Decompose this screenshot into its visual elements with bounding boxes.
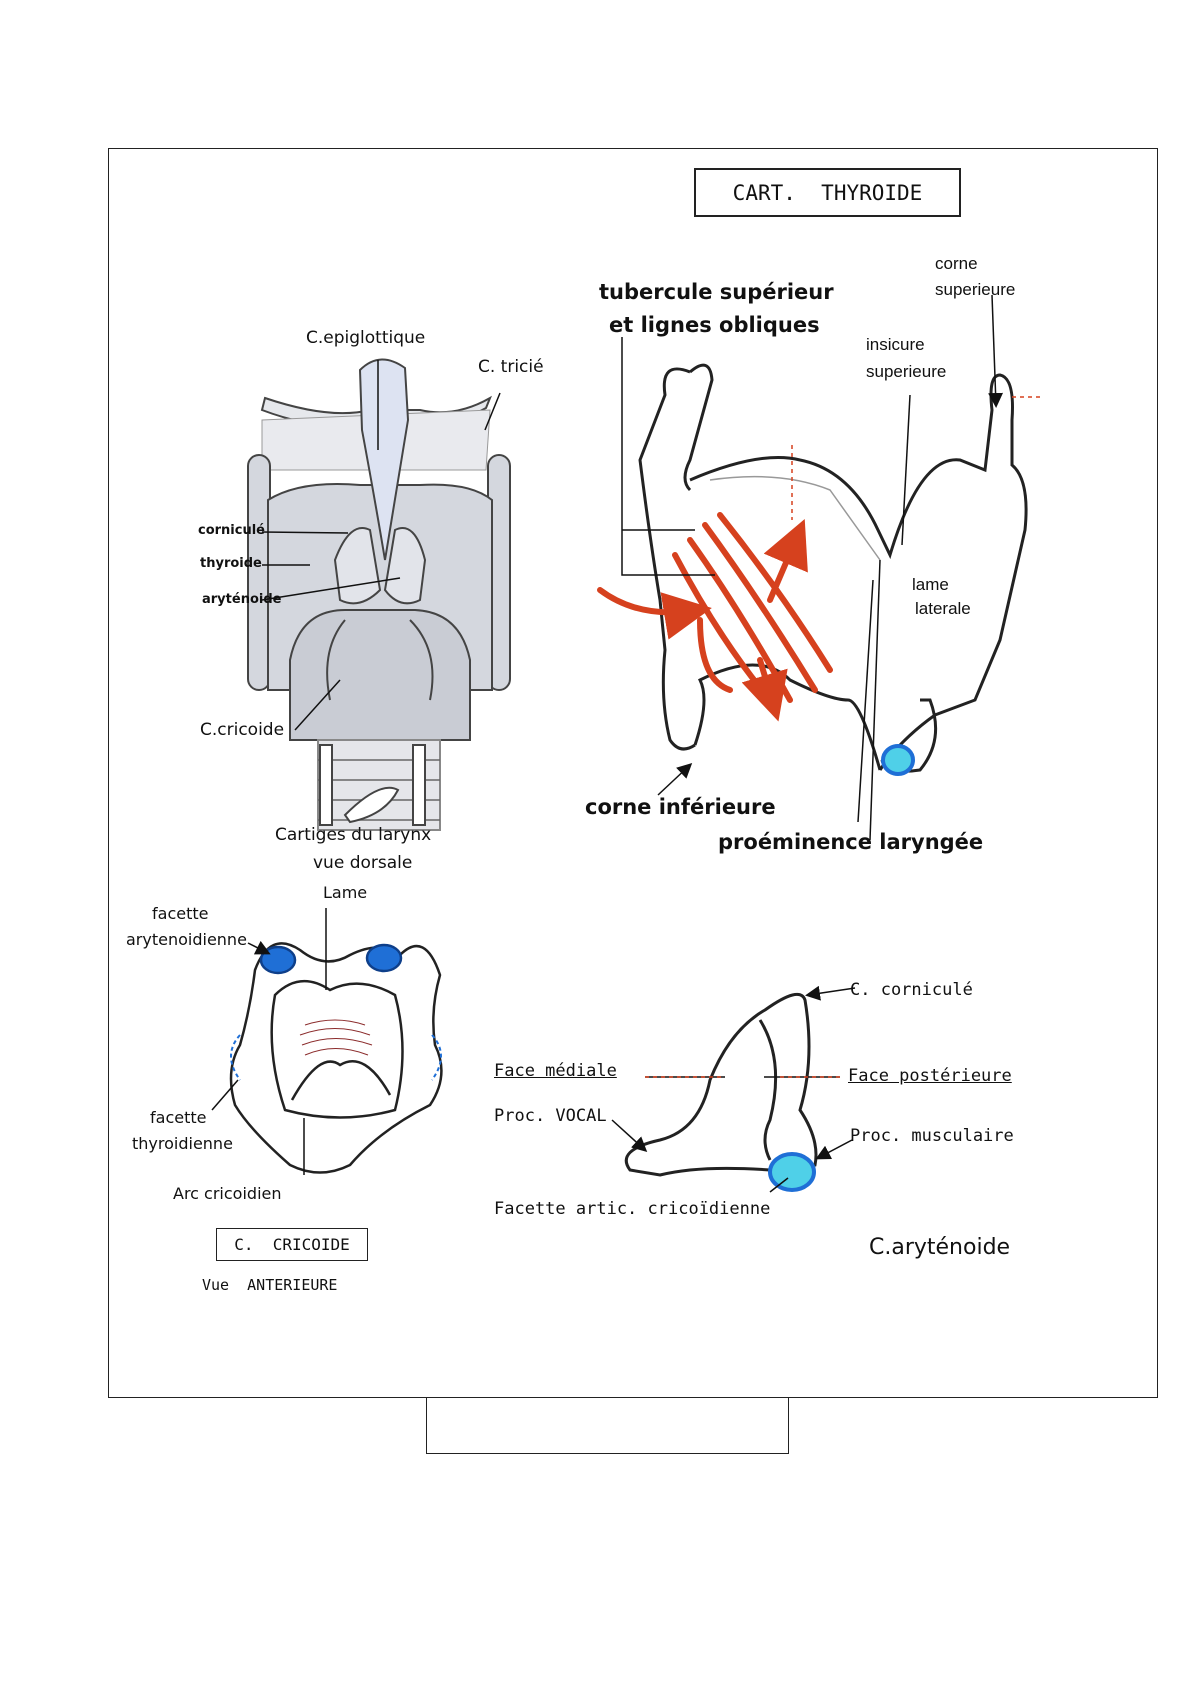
label-lame: Lame xyxy=(323,883,368,902)
thyroid-muscle-arrows xyxy=(597,512,833,722)
label-cornicule: corniculé xyxy=(198,523,265,538)
thyroid-title-box: CART. THYROIDE xyxy=(694,168,961,217)
label-insicure-2: superieure xyxy=(866,362,947,381)
label-tubercule-1: tubercule supérieur xyxy=(599,280,834,304)
larynx-leader-lines xyxy=(261,360,501,731)
arytenoid-title: C.aryténoide xyxy=(869,1235,1011,1260)
cricoid-drawing xyxy=(229,942,443,1174)
thyroid-leader-lines xyxy=(621,294,1004,823)
label-lame-2: laterale xyxy=(915,599,971,618)
label-corne-sup-2: superieure xyxy=(935,280,1016,299)
label-facette-thy-1: facette xyxy=(150,1108,207,1127)
label-ary-cornicule: C. corniculé xyxy=(850,980,973,1000)
label-proc-musculaire: Proc. musculaire xyxy=(850,1126,1014,1146)
label-insicure-1: insicure xyxy=(866,335,925,354)
label-thyroide: thyroide xyxy=(200,556,262,571)
label-epiglottique: C.epiglottique xyxy=(306,328,426,348)
thyroid-title: CART. THYROIDE xyxy=(732,180,923,205)
label-proeminence: proéminence laryngée xyxy=(718,830,984,854)
label-cricoide: C.cricoide xyxy=(200,720,285,740)
label-facette-ary-2: arytenoidienne xyxy=(126,930,247,949)
label-corne-sup-1: corne xyxy=(935,254,978,273)
label-facette-ary-1: facette xyxy=(152,904,209,923)
label-tricie: C. tricié xyxy=(478,357,544,377)
larynx-caption-2: vue dorsale xyxy=(313,853,413,873)
label-lame-1: lame xyxy=(912,575,949,594)
cricoid-subtitle: Vue ANTERIEURE xyxy=(202,1276,338,1294)
label-tubercule-2: et lignes obliques xyxy=(609,313,820,337)
figure-frame xyxy=(108,148,1158,1398)
cricoid-title-box: C. CRICOIDE xyxy=(216,1228,368,1261)
label-facette-thy-2: thyroidienne xyxy=(132,1134,233,1153)
cricoid-leader-lines xyxy=(211,908,327,1175)
arytenoid-drawing xyxy=(624,992,818,1192)
label-arc: Arc cricoidien xyxy=(173,1184,282,1203)
label-face-mediale: Face médiale xyxy=(494,1061,617,1081)
caption-box xyxy=(426,1397,789,1454)
label-facette-artic: Facette artic. cricoïdienne xyxy=(494,1199,771,1219)
label-face-posterieure: Face postérieure xyxy=(848,1066,1012,1086)
larynx-dorsal-drawing xyxy=(247,358,511,831)
thyroid-dashed-lines xyxy=(791,396,1040,520)
label-corne-inf: corne inférieure xyxy=(585,795,776,819)
label-arytenoide: aryténoide xyxy=(202,592,282,607)
larynx-caption-1: Cartiges du larynx xyxy=(275,825,432,845)
cricoid-title: C. CRICOIDE xyxy=(234,1235,350,1254)
label-proc-vocal: Proc. VOCAL xyxy=(494,1106,607,1126)
